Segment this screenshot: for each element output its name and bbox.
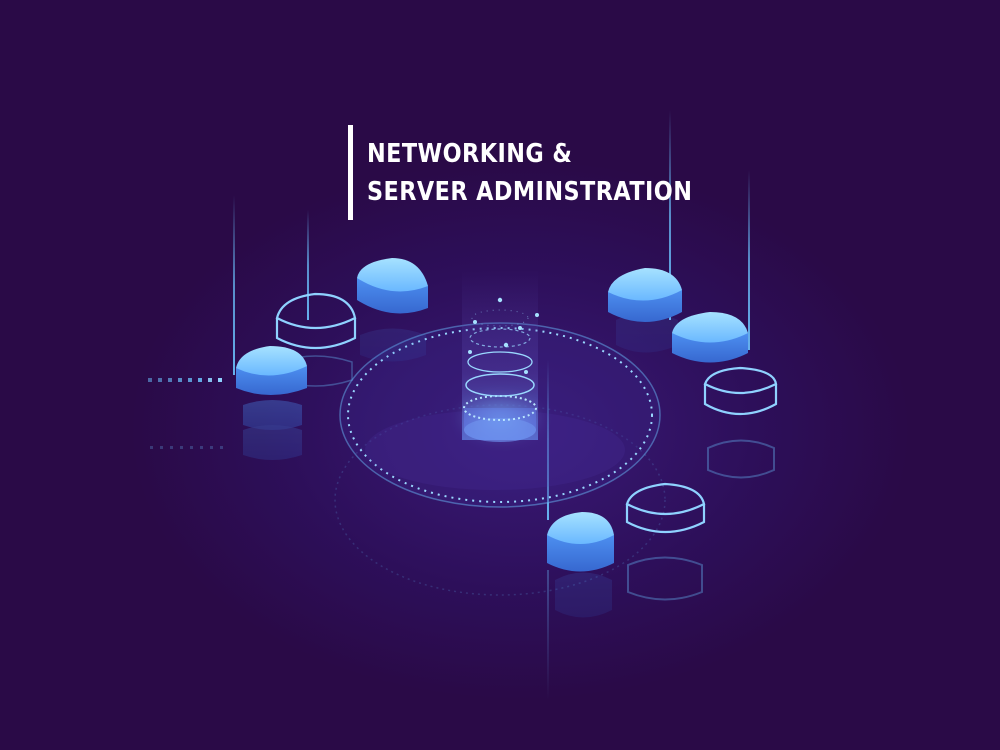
server-cylinder-icon (455, 270, 545, 443)
reflections (243, 312, 775, 618)
outline-node-icons (275, 292, 778, 534)
connection-line-left (148, 378, 223, 449)
server-node-icon (236, 258, 748, 572)
headline-line-2: SERVER ADMINSTRATION (367, 176, 693, 207)
headline-line-1: NETWORKING & (367, 138, 573, 169)
headline: NETWORKING & SERVER ADMINSTRATION (348, 125, 745, 220)
light-beams (233, 110, 750, 700)
